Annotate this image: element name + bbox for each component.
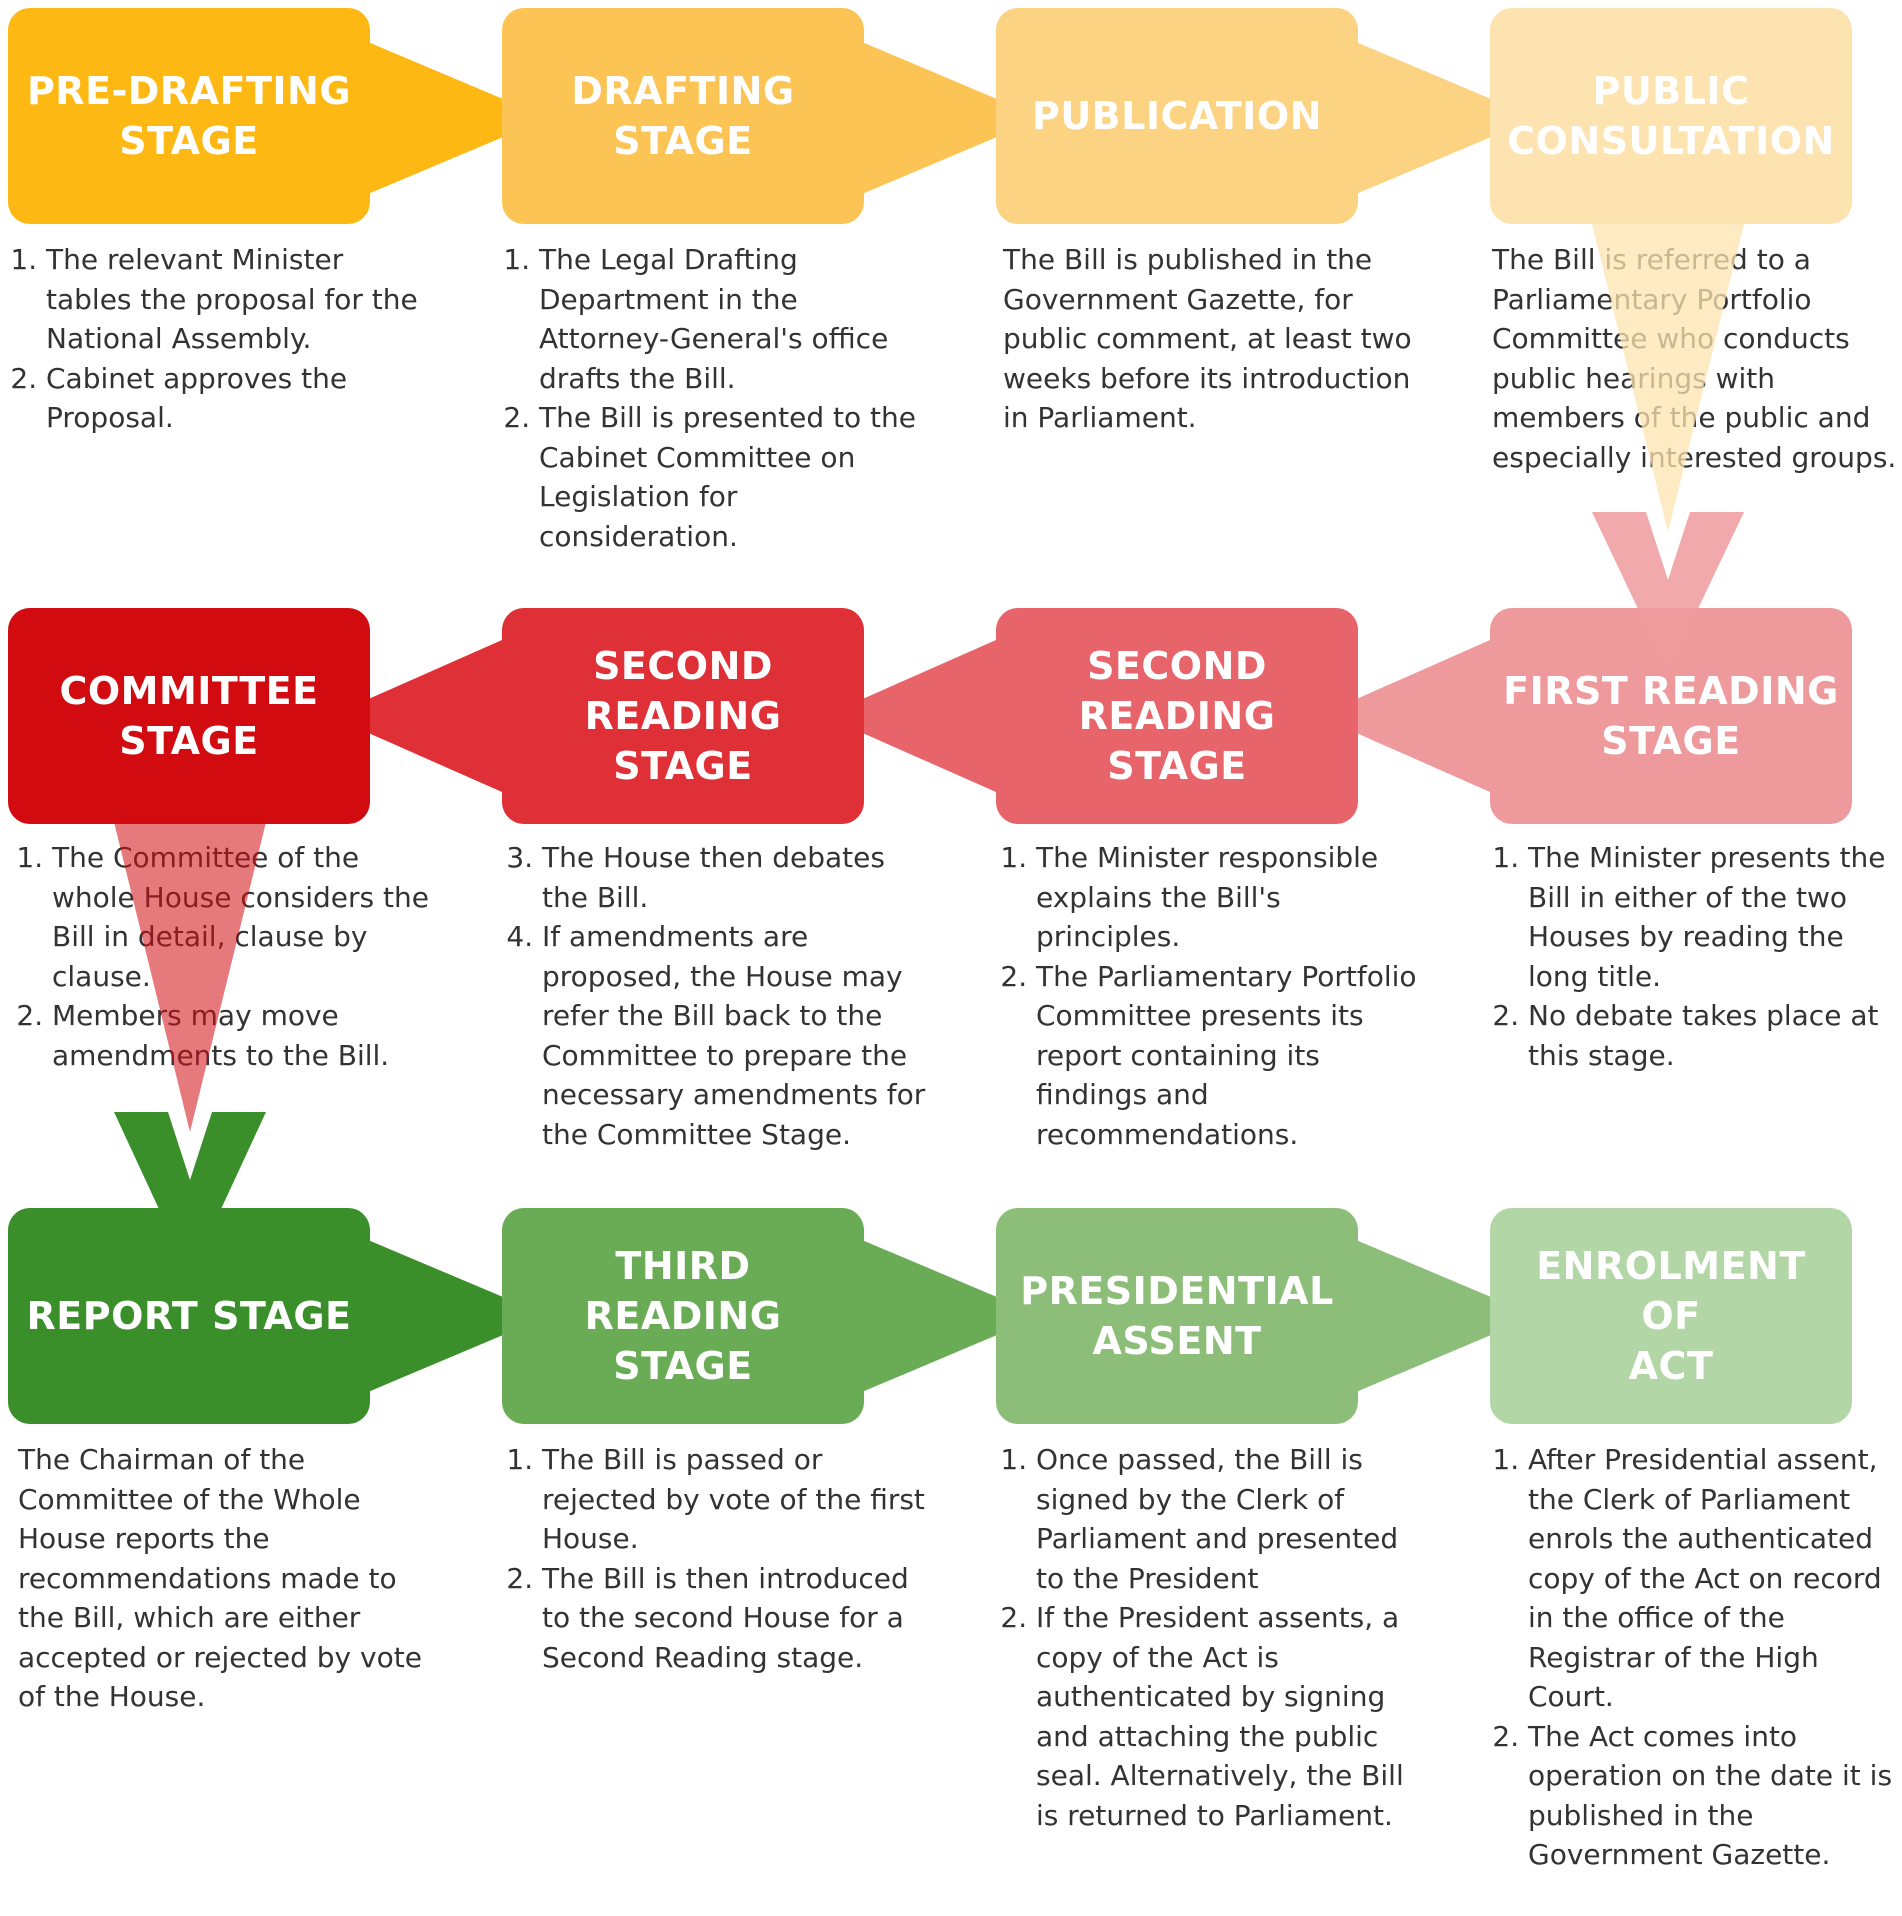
stage-description-drafting: The Legal Drafting Department in the Att…	[505, 240, 925, 556]
description-item: If the President assents, a copy of the …	[1036, 1598, 1422, 1835]
description-list: After Presidential assent, the Clerk of …	[1494, 1440, 1898, 1875]
stage-title: COMMITTEE STAGE	[59, 669, 319, 763]
description-item: The Minister responsible explains the Bi…	[1036, 838, 1422, 957]
stage-box-second-reading-a: SECOND READING STAGE	[996, 608, 1358, 824]
stage-title: PUBLICATION	[1031, 94, 1323, 138]
arrow-stage10-to-stage11	[862, 1240, 1042, 1392]
description-item: The Parliamentary Portfolio Committee pr…	[1036, 957, 1422, 1155]
description-item: The relevant Minister tables the proposa…	[46, 240, 432, 359]
stage-description-second-reading-b: The House then debates the Bill. If amen…	[508, 838, 928, 1154]
description-list: The Bill is passed or rejected by vote o…	[508, 1440, 928, 1677]
description-item: The Act comes into operation on the date…	[1528, 1717, 1898, 1875]
arrow-stage4-down-to-stage5	[1592, 224, 1744, 672]
description-item: The Legal Drafting Department in the Att…	[539, 240, 925, 398]
description-item: After Presidential assent, the Clerk of …	[1528, 1440, 1898, 1717]
stage-box-third-reading: THIRD READING STAGE	[502, 1208, 864, 1424]
stage-title: THIRD READING STAGE	[584, 1244, 782, 1388]
description-item: The Bill is passed or rejected by vote o…	[542, 1440, 928, 1559]
stage-title: REPORT STAGE	[26, 1294, 352, 1338]
stage-box-enrolment: ENROLMENT OF ACT	[1490, 1208, 1852, 1424]
description-list: The Minister presents the Bill in either…	[1494, 838, 1898, 1075]
arrow-stage11-to-stage12	[1356, 1240, 1536, 1392]
description-item: If amendments are proposed, the House ma…	[542, 917, 928, 1154]
stage-description-presidential-assent: Once passed, the Bill is signed by the C…	[1002, 1440, 1422, 1835]
stage-title: SECOND READING STAGE	[1078, 644, 1276, 788]
stage-box-second-reading-b: SECOND READING STAGE	[502, 608, 864, 824]
stage-title: PUBLIC CONSULTATION	[1507, 69, 1835, 163]
description-item: The Minister presents the Bill in either…	[1528, 838, 1898, 996]
stage-title: PRE-DRAFTING STAGE	[26, 69, 352, 163]
stage-title: PRESIDENTIAL ASSENT	[1020, 1269, 1334, 1363]
stage-box-public-consultation: PUBLIC CONSULTATION	[1490, 8, 1852, 224]
stage-box-committee: COMMITTEE STAGE	[8, 608, 370, 824]
stage-box-pre-drafting: PRE-DRAFTING STAGE	[8, 8, 370, 224]
description-list: The relevant Minister tables the proposa…	[12, 240, 432, 438]
arrow-stage7-to-stage8	[330, 640, 502, 792]
stage-description-second-reading-a: The Minister responsible explains the Bi…	[1002, 838, 1422, 1154]
stage-title: FIRST READING STAGE	[1503, 669, 1839, 763]
stage-box-publication: PUBLICATION	[996, 8, 1358, 224]
stage-title: ENROLMENT OF ACT	[1536, 1244, 1806, 1388]
description-list: The Legal Drafting Department in the Att…	[505, 240, 925, 556]
arrow-stage8-down-to-stage9	[114, 822, 266, 1276]
stage-box-presidential-assent: PRESIDENTIAL ASSENT	[996, 1208, 1358, 1424]
stage-description-enrolment: After Presidential assent, the Clerk of …	[1494, 1440, 1898, 1875]
description-list: Once passed, the Bill is signed by the C…	[1002, 1440, 1422, 1835]
description-item: The House then debates the Bill.	[542, 838, 928, 917]
arrow-stage5-to-stage6	[1318, 640, 1490, 792]
description-item: Cabinet approves the Proposal.	[46, 359, 432, 438]
stage-title: DRAFTING STAGE	[571, 69, 795, 163]
arrow-stage1-to-stage2	[368, 42, 548, 194]
description-list: The Minister responsible explains the Bi…	[1002, 838, 1422, 1154]
description-list: The House then debates the Bill. If amen…	[508, 838, 928, 1154]
arrow-stage6-to-stage7	[824, 640, 996, 792]
arrow-stage3-to-stage4	[1356, 42, 1536, 194]
description-text: The Bill is published in the Government …	[1003, 243, 1412, 434]
stage-title: SECOND READING STAGE	[584, 644, 782, 788]
stage-box-drafting: DRAFTING STAGE	[502, 8, 864, 224]
description-item: No debate takes place at this stage.	[1528, 996, 1898, 1075]
stage-description-pre-drafting: The relevant Minister tables the proposa…	[12, 240, 432, 438]
stage-description-first-reading: The Minister presents the Bill in either…	[1494, 838, 1898, 1075]
description-item: Once passed, the Bill is signed by the C…	[1036, 1440, 1422, 1598]
stage-description-publication: The Bill is published in the Government …	[1003, 240, 1423, 438]
arrow-stage9-to-stage10	[368, 1240, 548, 1392]
description-text: The Chairman of the Committee of the Who…	[18, 1443, 422, 1713]
stage-description-third-reading: The Bill is passed or rejected by vote o…	[508, 1440, 928, 1677]
stage-description-report: The Chairman of the Committee of the Who…	[18, 1440, 438, 1717]
description-item: The Bill is presented to the Cabinet Com…	[539, 398, 925, 556]
description-item: The Bill is then introduced to the secon…	[542, 1559, 928, 1678]
arrow-stage2-to-stage3	[862, 42, 1042, 194]
